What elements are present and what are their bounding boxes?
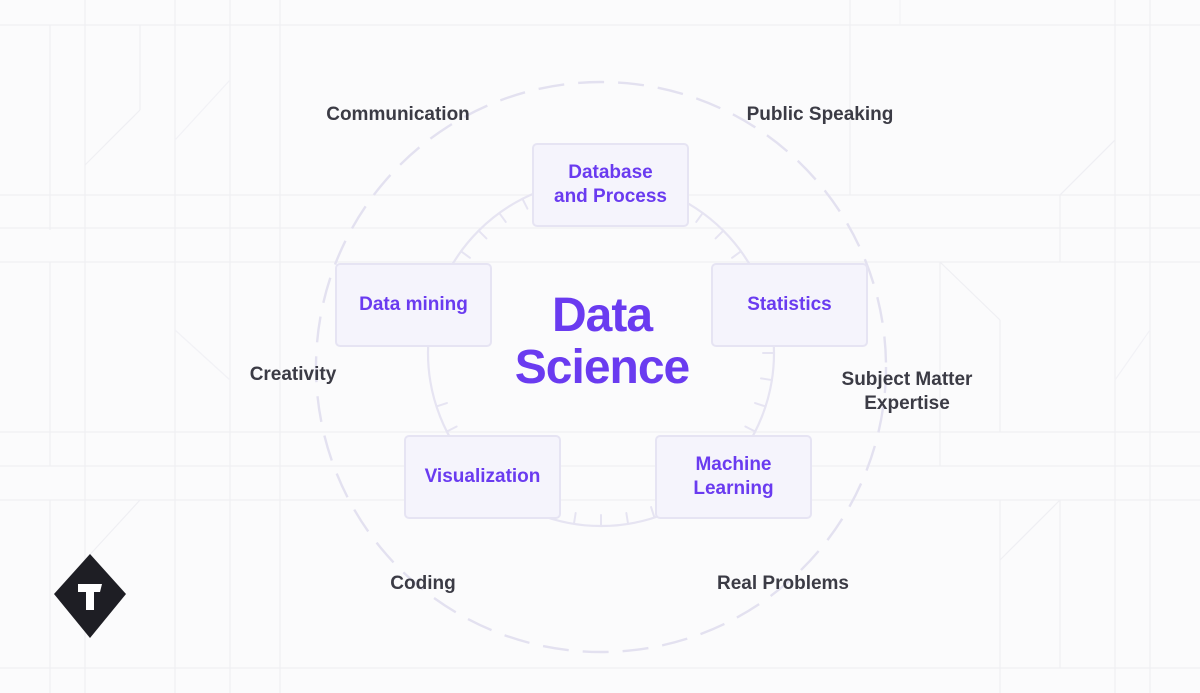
ring-tick bbox=[650, 506, 656, 519]
skill-box-label-line-1: Visualization bbox=[424, 466, 541, 487]
ring-tick bbox=[744, 425, 757, 433]
ring-tick bbox=[572, 512, 577, 525]
outer-skill-label-line-1: Creativity bbox=[249, 364, 337, 385]
skill-box-label-line-1: Machine bbox=[695, 454, 772, 475]
skill-box-label-line-2: Learning bbox=[693, 478, 774, 499]
outer-skill-label-line-1: Coding bbox=[390, 573, 456, 594]
skill-box-label-line-1: Database bbox=[568, 162, 653, 183]
outer-skill-coding: Coding bbox=[323, 572, 523, 596]
outer-skill-label-line-1: Communication bbox=[326, 104, 470, 125]
skill-box-database-and-process[interactable]: Database and Process bbox=[532, 143, 689, 227]
skill-box-label-line-2: and Process bbox=[554, 186, 667, 207]
outer-skill-label-line-1: Subject Matter bbox=[841, 369, 973, 390]
center-title: Data Science bbox=[452, 290, 752, 394]
ring-tick bbox=[731, 250, 742, 259]
skill-box-statistics[interactable]: Statistics bbox=[711, 263, 868, 347]
ring-tick bbox=[498, 212, 507, 223]
skill-box-visualization[interactable]: Visualization bbox=[404, 435, 561, 519]
ring-tick bbox=[695, 212, 704, 223]
t-diamond-logo-icon bbox=[54, 554, 126, 638]
center-title-line-2: Science bbox=[514, 341, 690, 394]
outer-skill-label-line-1: Real Problems bbox=[717, 573, 849, 594]
skill-box-label-line-1: Statistics bbox=[747, 294, 832, 315]
ring-tick bbox=[460, 250, 471, 259]
ring-tick bbox=[754, 402, 767, 408]
ring-tick bbox=[445, 425, 458, 433]
skill-box-label-line-1: Data mining bbox=[359, 294, 468, 315]
center-title-line-1: Data bbox=[551, 289, 653, 342]
ring-tick bbox=[477, 229, 488, 240]
outer-skill-label-line-2: Expertise bbox=[864, 393, 950, 414]
ring-tick bbox=[714, 229, 725, 240]
skill-box-machine-learning[interactable]: Machine Learning bbox=[655, 435, 812, 519]
ring-tick bbox=[521, 197, 529, 210]
ring-tick bbox=[625, 512, 630, 525]
ring-tick bbox=[435, 402, 448, 408]
ring-tick bbox=[760, 377, 773, 382]
outer-skill-communication: Communication bbox=[298, 103, 498, 127]
outer-skill-creativity: Creativity bbox=[193, 363, 393, 387]
outer-skill-label-line-1: Public Speaking bbox=[746, 104, 894, 125]
outer-skill-subject-matter-expertise: Subject Matter Expertise bbox=[807, 368, 1007, 416]
outer-skill-real-problems: Real Problems bbox=[683, 572, 883, 596]
outer-skill-public-speaking: Public Speaking bbox=[720, 103, 920, 127]
skill-box-data-mining[interactable]: Data mining bbox=[335, 263, 492, 347]
